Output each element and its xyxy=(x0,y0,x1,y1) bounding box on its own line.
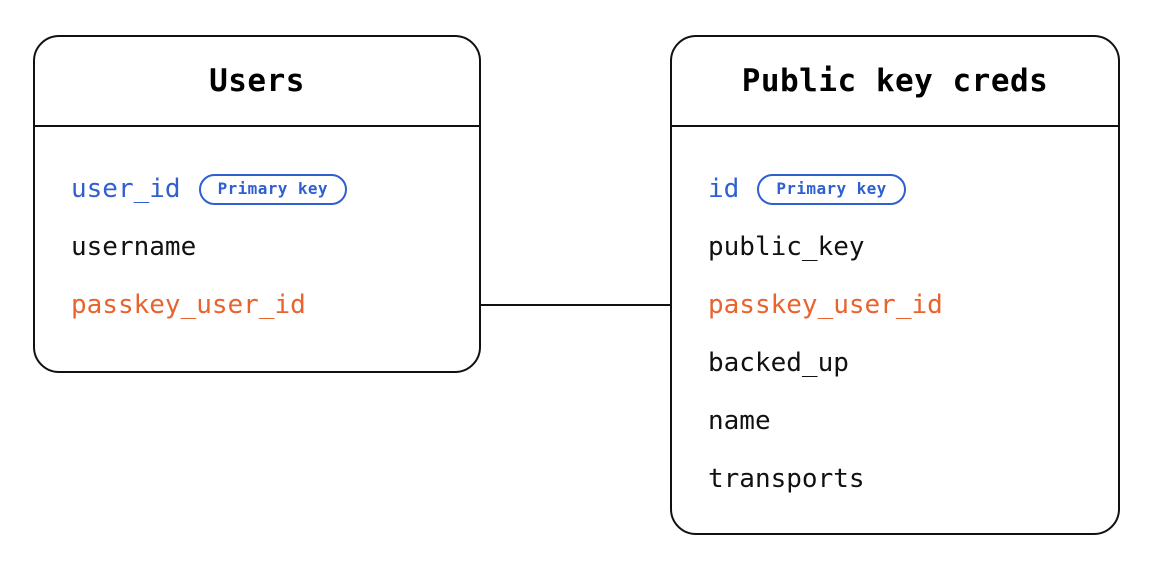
field-row[interactable]: id Primary key xyxy=(708,160,1118,218)
primary-key-badge: Primary key xyxy=(757,173,906,205)
field-name-backed_up: backed_up xyxy=(708,348,849,378)
field-name-username: username xyxy=(71,232,197,262)
field-name-name: name xyxy=(708,406,771,436)
primary-key-badge: Primary key xyxy=(198,173,347,205)
entity-credentials-title: Public key creds xyxy=(741,62,1049,99)
entity-users-title: Users xyxy=(209,62,305,99)
entity-credentials-header: Public key creds xyxy=(672,37,1118,127)
field-name-passkey_user_id: passkey_user_id xyxy=(71,290,306,320)
field-row[interactable]: transports xyxy=(708,450,1118,508)
field-row[interactable]: name xyxy=(708,392,1118,450)
field-row[interactable]: passkey_user_id xyxy=(708,276,1118,334)
field-name-id: id xyxy=(708,174,740,204)
field-name-transports: transports xyxy=(708,464,865,494)
field-row[interactable]: user_id Primary key xyxy=(71,160,479,218)
relationship-connector-users-credentials xyxy=(481,304,672,306)
field-name-user_id: user_id xyxy=(71,174,181,204)
field-row[interactable]: public_key xyxy=(708,218,1118,276)
field-name-passkey_user_id: passkey_user_id xyxy=(708,290,943,320)
field-row[interactable]: backed_up xyxy=(708,334,1118,392)
entity-credentials[interactable]: Public key creds id Primary key public_key… xyxy=(670,35,1120,535)
field-row[interactable]: passkey_user_id xyxy=(71,276,479,334)
field-row[interactable]: username xyxy=(71,218,479,276)
entity-users-header: Users xyxy=(35,37,479,127)
field-name-public_key: public_key xyxy=(708,232,865,262)
